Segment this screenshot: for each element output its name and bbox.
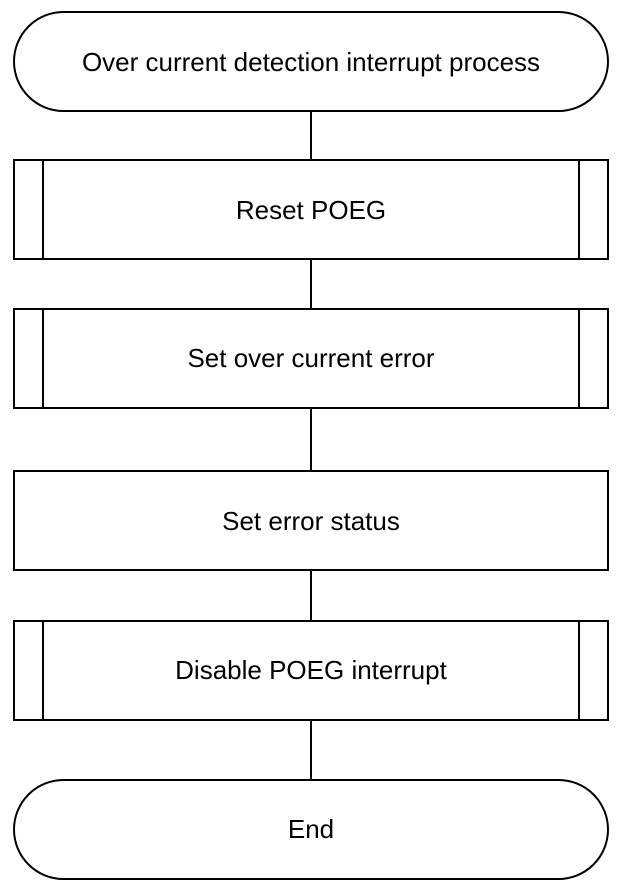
step-3-shape bbox=[13, 470, 609, 571]
start-terminal: Over current detection interrupt process bbox=[13, 11, 609, 112]
step-set-over-current-error: Set over current error bbox=[13, 308, 609, 409]
step-2-shape bbox=[13, 308, 609, 409]
end-terminal-shape bbox=[13, 779, 609, 880]
start-terminal-label: Over current detection interrupt process bbox=[82, 47, 540, 77]
step-set-error-status: Set error status bbox=[13, 470, 609, 571]
end-terminal-label: End bbox=[288, 814, 334, 844]
step-2-label: Set over current error bbox=[187, 343, 434, 373]
step-1-label: Reset POEG bbox=[236, 195, 386, 225]
start-terminal-shape bbox=[13, 11, 609, 112]
step-4-shape bbox=[13, 620, 609, 721]
step-3-label: Set error status bbox=[222, 506, 400, 536]
step-disable-poeg-interrupt: Disable POEG interrupt bbox=[13, 620, 609, 721]
step-4-label: Disable POEG interrupt bbox=[175, 655, 447, 685]
step-1-shape bbox=[13, 159, 609, 260]
end-terminal: End bbox=[13, 779, 609, 880]
step-reset-poeg: Reset POEG bbox=[13, 159, 609, 260]
